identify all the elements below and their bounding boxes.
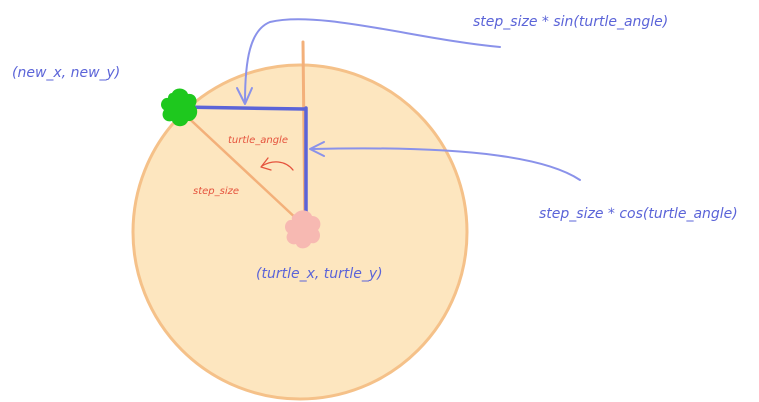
new-point-label: (new_x, new_y): [12, 65, 120, 81]
sin-pointer-arrowhead: [236, 87, 253, 105]
angle-arc-arrowhead: [260, 157, 272, 171]
angle-label: turtle_angle: [228, 135, 288, 146]
turtle-blob: [285, 210, 321, 249]
cos-pointer-arrowhead: [309, 141, 325, 157]
sin-component-line: [178, 105, 306, 111]
turtle-point-label: (turtle_x, turtle_y): [256, 266, 383, 282]
step-size-line: [178, 108, 302, 224]
sin-pointer-arrow: [244, 18, 501, 103]
new-turtle-blob: [161, 88, 198, 127]
cos-formula-label: step_size * cos(turtle_angle): [539, 206, 738, 222]
step-size-label: step_size: [193, 186, 239, 197]
cos-pointer-arrow: [311, 147, 581, 181]
angle-arc-arrow: [261, 161, 294, 171]
sin-formula-label: step_size * sin(turtle_angle): [473, 14, 668, 30]
